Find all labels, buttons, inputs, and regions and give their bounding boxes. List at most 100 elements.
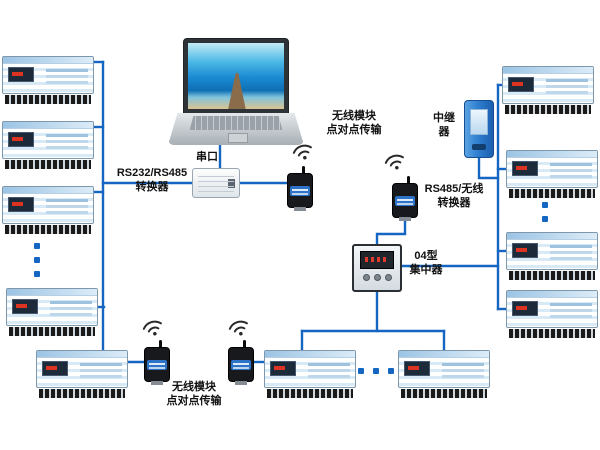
laptop-touchpad [227,133,248,143]
meter-display [12,299,38,314]
meter-terminals [9,327,95,336]
repeater-device [464,100,494,158]
converter-port [228,179,235,188]
ellipsis-vertical-right [542,202,548,222]
meter-terminals [5,95,91,104]
meter-terminals [401,389,487,398]
wifi-waves-icon [228,320,248,336]
concentrator-display [360,251,394,269]
concentrator-button [363,274,370,281]
wireless-module-label-band [147,360,167,370]
meter-unit [36,350,128,398]
meter-display [508,77,534,92]
meter-body [506,150,598,188]
meter-terminals [267,389,353,398]
meter-unit [398,350,490,398]
concentrator-button [385,274,392,281]
meter-display [512,243,538,258]
label-concentrator: 04型 集中器 [409,250,443,276]
meter-unit [506,150,598,198]
antenna [243,340,246,349]
concentrator-device [352,244,402,292]
wireless-module [392,176,418,221]
laptop-keyboard [168,113,304,145]
wifi-waves-icon [292,144,312,160]
meter-body [36,350,128,388]
meter-display [512,301,538,316]
wifi-waves-icon [384,154,404,170]
repeater-slot [472,144,486,150]
meter-display [8,197,34,212]
repeater-bus-line [477,156,500,180]
meter-terminals [39,389,125,398]
wifi-waves-icon [142,320,162,336]
wireless-module-label-band [231,360,251,370]
meter-display [8,132,34,147]
meter-body [264,350,356,388]
meter-terminals [5,225,91,234]
ellipsis-dot [358,368,364,374]
meter-terminals [509,329,595,338]
ellipsis-dot [542,202,548,208]
antenna [159,340,162,349]
meter-terminals [509,271,595,280]
meter-body [398,350,490,388]
laptop-wallpaper [188,43,284,109]
meter-body [2,121,94,159]
meter-unit [506,290,598,338]
label-rs232-converter: RS232/RS485 转换器 [116,167,188,193]
antenna [407,176,410,185]
wireless-module-body [392,183,418,218]
wireless-module-body [228,347,254,382]
meter-body [2,186,94,224]
meter-body [506,232,598,270]
laptop-screen [183,38,289,114]
wireless-module-body [144,347,170,382]
label-rs485-wireless: RS485/无线 转换器 [424,183,484,209]
repeater-window [470,109,488,135]
laptop [168,38,304,145]
meter-body [502,66,594,104]
meter-display [512,161,538,176]
laptop-keys [189,116,283,130]
meter-unit [2,186,94,234]
meter-unit [502,66,594,114]
meter-unit [6,288,98,336]
meter-terminals [509,189,595,198]
meter-body [506,290,598,328]
meter-terminals [5,160,91,169]
serial-converter-device [192,168,240,198]
ellipsis-dot [542,216,548,222]
label-repeater: 中继器 [433,112,455,138]
meter-terminals [505,105,591,114]
ellipsis-vertical-left [34,243,40,277]
ellipsis-horizontal-bottom [358,368,394,374]
meter-unit [2,56,94,104]
label-serial-port: 串口 [196,151,218,163]
ellipsis-dot [34,257,40,263]
ellipsis-dot [34,243,40,249]
meter-display [8,67,34,82]
antenna [302,166,305,175]
concentrator-buttons [363,274,400,281]
label-wireless-p2p-bottom: 无线模块 点对点传输 [166,381,222,407]
meter-body [6,288,98,326]
module-concentrator-line [375,216,407,248]
wireless-module [144,340,170,385]
wireless-module-connector [294,207,306,211]
ellipsis-dot [388,368,394,374]
meter-display [270,361,296,376]
meter-display [404,361,430,376]
concentrator-button [374,274,381,281]
wireless-module-label-band [395,196,415,206]
wireless-module-label-band [290,186,310,196]
ellipsis-dot [34,271,40,277]
wireless-module-body [287,173,313,208]
label-wireless-p2p-top: 无线模块 点对点传输 [326,110,382,136]
meter-unit [2,121,94,169]
meter-unit [264,350,356,398]
ellipsis-dot [373,368,379,374]
meter-body [2,56,94,94]
wireless-module-connector [399,217,411,221]
